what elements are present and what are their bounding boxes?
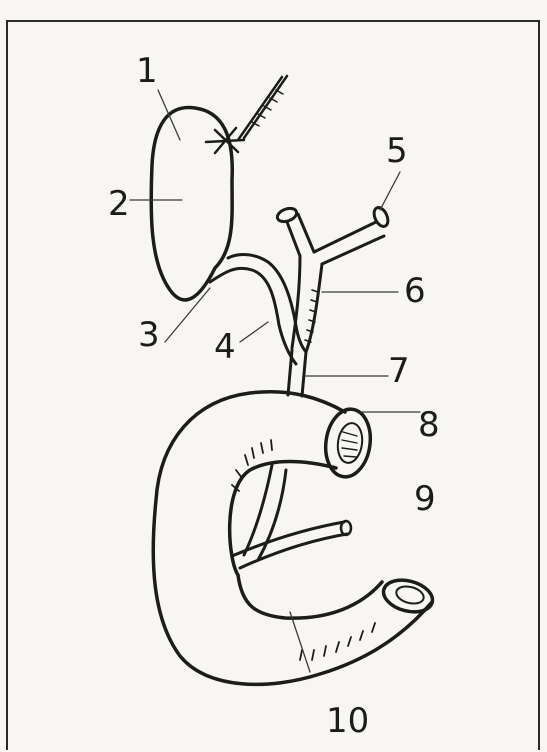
label-5: 5 — [386, 131, 408, 171]
label-9: 9 — [414, 479, 436, 519]
proximal-lumen-hatch — [342, 432, 357, 457]
label-7: 7 — [388, 351, 410, 391]
common-bile-duct — [288, 350, 306, 396]
duodenum-outer — [153, 392, 432, 685]
leader-lines — [130, 90, 420, 672]
label-2: 2 — [108, 184, 130, 224]
label-10: 10 — [326, 701, 369, 741]
label-1: 1 — [136, 51, 158, 91]
common-hepatic-duct — [292, 256, 322, 352]
duodenum-proximal-opening — [321, 406, 374, 479]
left-hepatic-duct-end — [276, 206, 299, 224]
duodenum-distal-opening — [380, 575, 436, 617]
right-hepatic-duct — [314, 222, 384, 264]
label-4: 4 — [214, 327, 236, 367]
label-3: 3 — [138, 315, 160, 355]
label-6: 6 — [404, 271, 426, 311]
bile-duct-entry — [244, 465, 286, 560]
label-8: 8 — [418, 405, 440, 445]
needle — [238, 76, 287, 140]
duodenum-inner — [230, 462, 382, 619]
duodenum-proximal-lumen — [335, 422, 364, 465]
